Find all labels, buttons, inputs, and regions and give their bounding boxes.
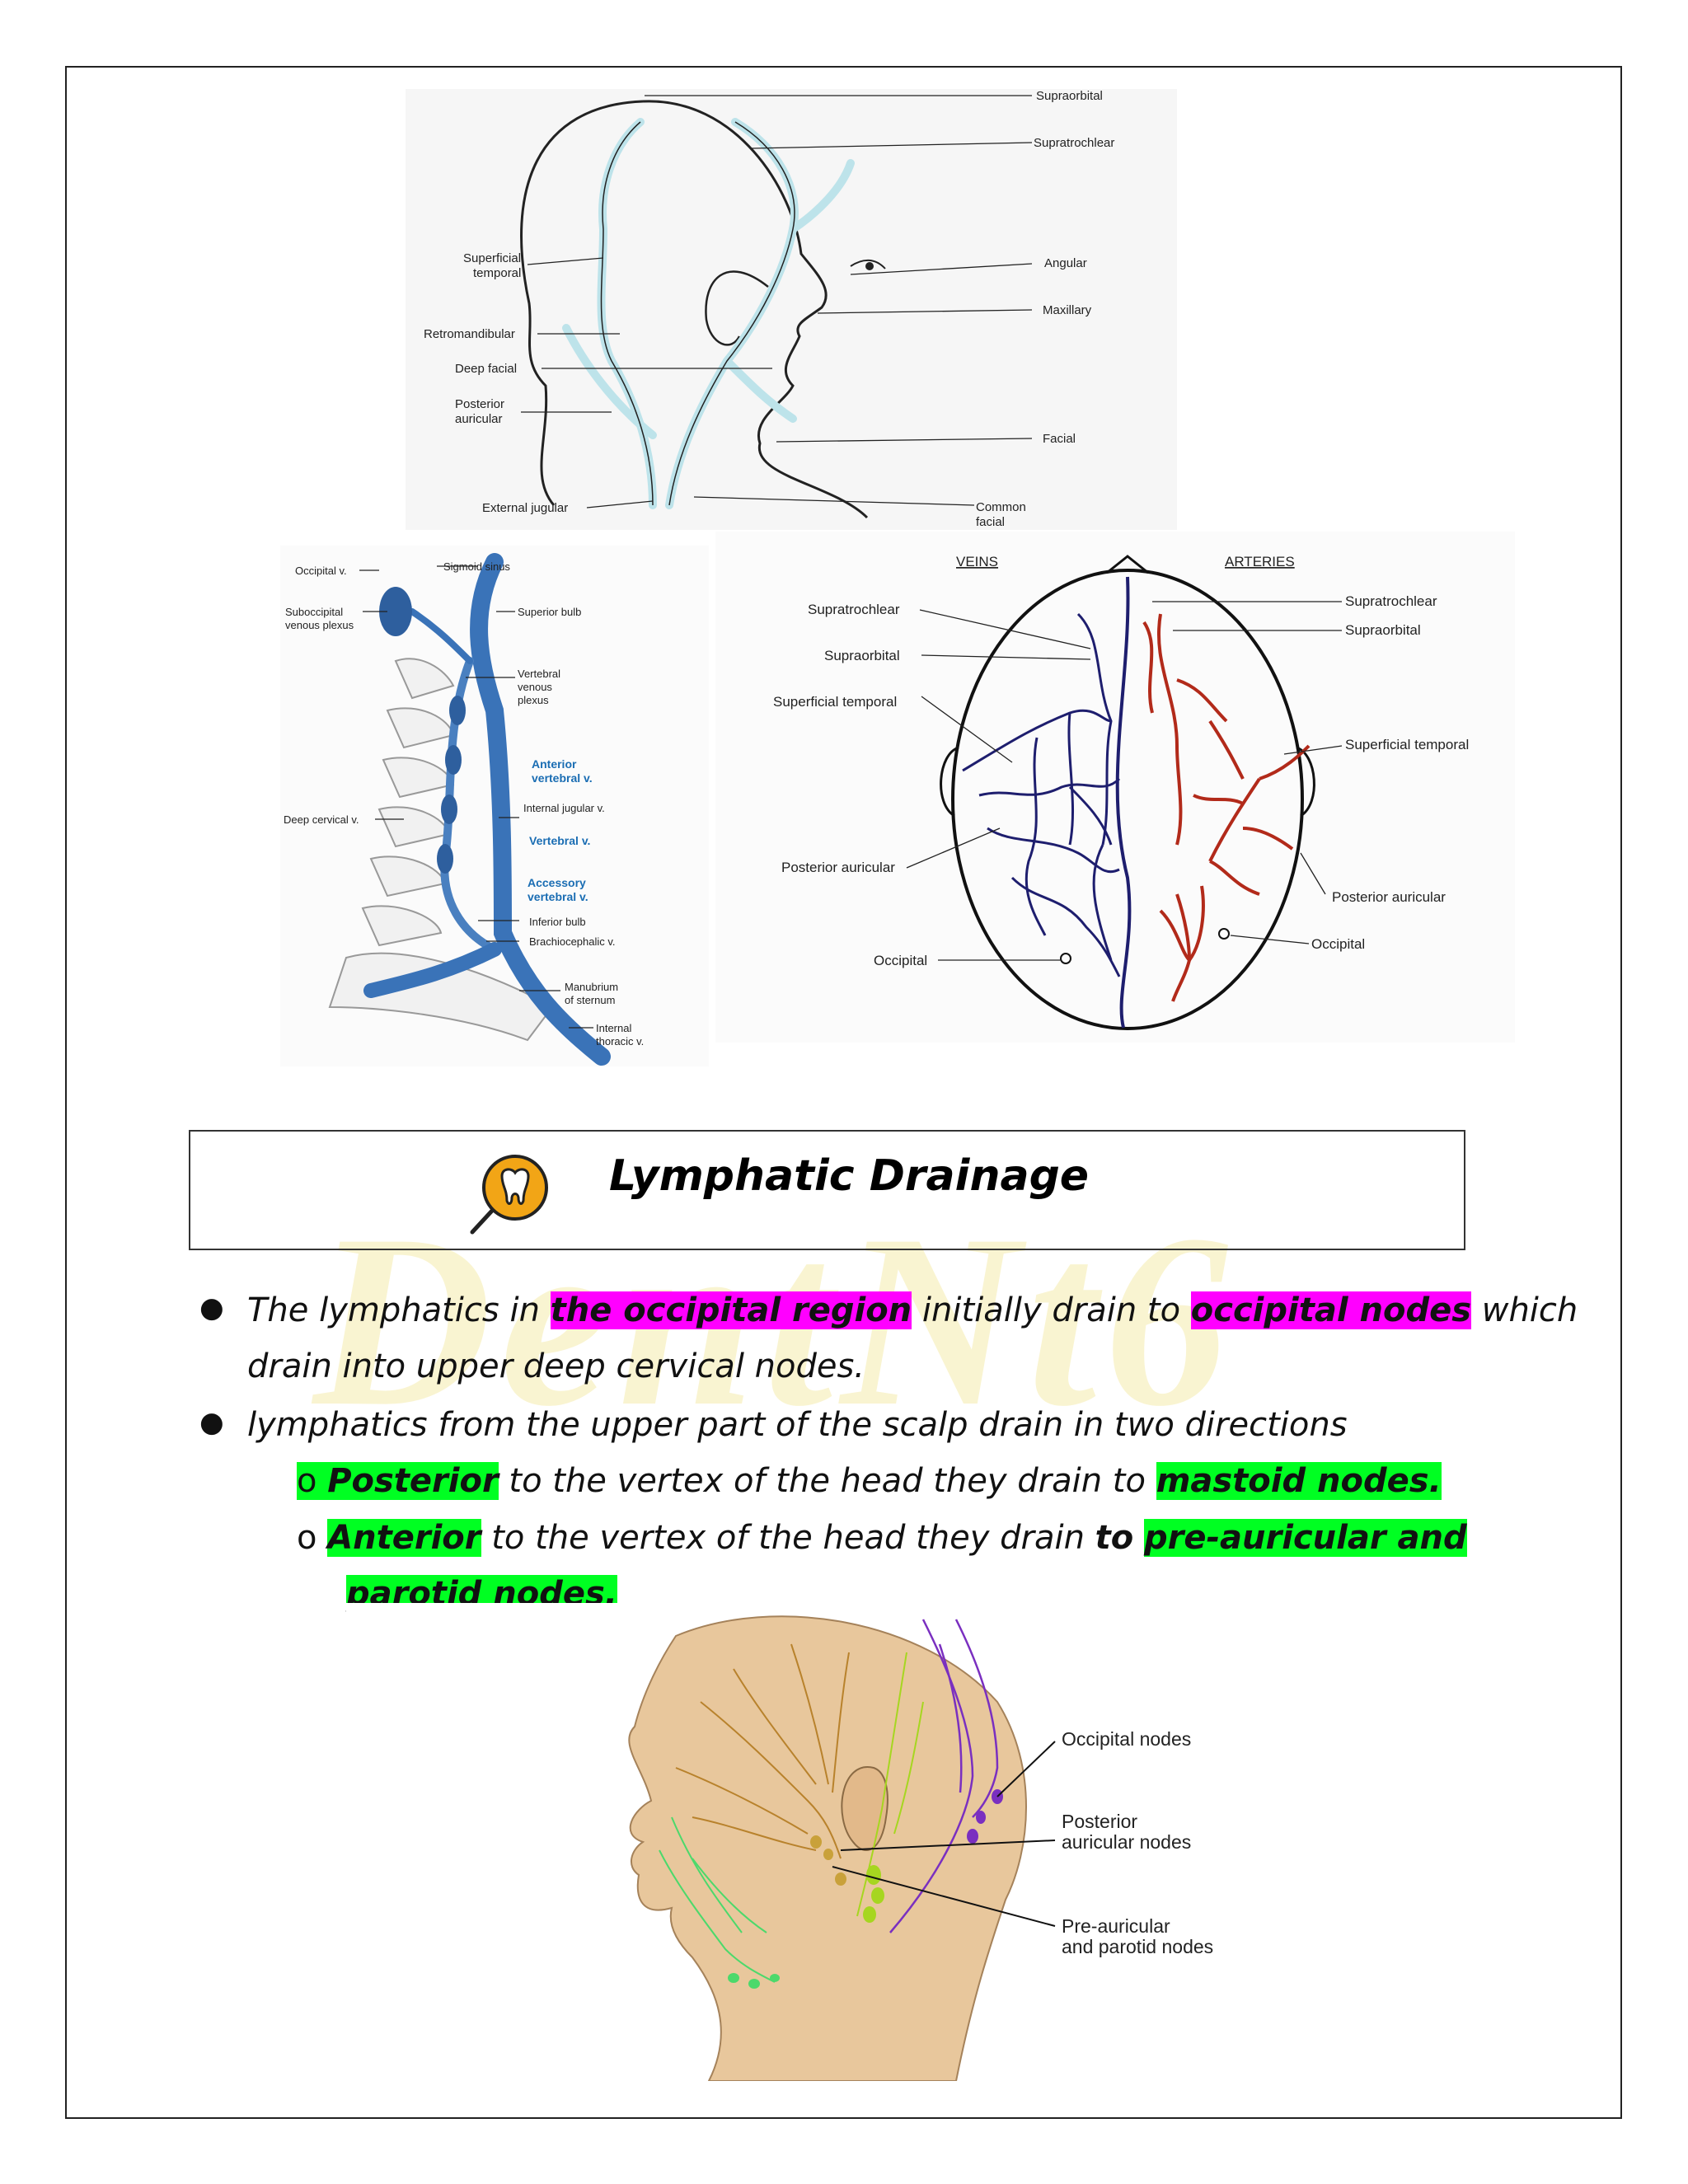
label-accessory-1: Accessory	[528, 876, 586, 889]
text-s1-mid: to the vertex of the head they drain to	[498, 1462, 1156, 1500]
label-superficial-temporal-l: Superficial temporal	[773, 694, 897, 710]
label-retromandibular: Retromandibular	[424, 327, 515, 341]
label-superior-bulb: Superior bulb	[518, 606, 581, 618]
label-accessory-2: vertebral v.	[528, 890, 588, 903]
label-deep-cervical: Deep cervical v.	[284, 813, 359, 826]
label-supraorbital-r: Supraorbital	[1345, 622, 1421, 638]
section-title: Lymphatic Drainage	[609, 1151, 1090, 1201]
label-superficial-temporal-2: temporal	[473, 266, 521, 280]
label-deep-facial: Deep facial	[455, 362, 517, 376]
label-supratrochlear-l: Supratrochlear	[808, 602, 900, 617]
text-s2-bold: to	[1095, 1519, 1134, 1557]
label-common-facial-2: facial	[976, 515, 1005, 529]
text-b1-mid: initially drain to	[912, 1291, 1191, 1329]
label-vertebral-plexus-2: venous	[518, 681, 552, 693]
label-external-jugular: External jugular	[482, 501, 568, 515]
label-anterior-vertebral-2: vertebral v.	[532, 771, 593, 785]
label-internal-jugular: Internal jugular v.	[523, 802, 605, 814]
tooth-magnifier-icon	[464, 1148, 555, 1239]
label-supratrochlear-r: Supratrochlear	[1345, 593, 1437, 609]
label-occipital-l: Occipital	[874, 953, 927, 968]
arteries-title: ARTERIES	[1225, 554, 1295, 569]
section-heading-box: Lymphatic Drainage	[189, 1130, 1465, 1250]
sub-bullet-2: o Anterior to the vertex of the head the…	[297, 1513, 1467, 1563]
sub-bullet-marker-1: o	[297, 1462, 328, 1500]
text-b1-post: which	[1471, 1291, 1578, 1329]
label-vertebral-plexus-3: plexus	[518, 694, 549, 706]
label-angular: Angular	[1044, 256, 1087, 270]
bullet-dot-1: ●	[199, 1291, 224, 1324]
label-anterior-vertebral-1: Anterior	[532, 757, 577, 771]
sub-bullet-marker-2: o	[297, 1519, 328, 1557]
text-s2-space	[1133, 1519, 1144, 1557]
lymph-head-figure: Occipital nodes Posterior auricular node…	[346, 1603, 1311, 2081]
text-s2-mid: to the vertex of the head they drain	[481, 1519, 1095, 1557]
text-b1-pre: The lymphatics in	[247, 1291, 551, 1329]
label-posterior-1: Posterior	[1062, 1811, 1137, 1832]
label-sigmoid-sinus: Sigmoid sinus	[443, 560, 510, 573]
label-vertebral-v: Vertebral v.	[529, 834, 590, 847]
label-common-facial-1: Common	[976, 500, 1026, 514]
label-occipital-r: Occipital	[1311, 936, 1365, 952]
label-vertebral-plexus-1: Vertebral	[518, 668, 560, 680]
scalp-top-figure: VEINS ARTERIES	[715, 532, 1515, 1043]
label-brachiocephalic: Brachiocephalic v.	[529, 935, 616, 948]
label-superficial-temporal-r: Superficial temporal	[1345, 737, 1469, 752]
veins-title: VEINS	[956, 554, 998, 569]
highlight-anterior: Anterior	[327, 1519, 481, 1557]
bullet-1-line-2: drain into upper deep cervical nodes.	[247, 1347, 865, 1385]
label-occipital-v: Occipital v.	[295, 565, 347, 577]
bullet-2-line: lymphatics from the upper part of the sc…	[247, 1406, 1348, 1444]
page-border	[65, 66, 1622, 2119]
label-suboccipital-2: venous plexus	[285, 619, 354, 631]
label-supraorbital-l: Supraorbital	[824, 648, 900, 663]
label-posterior-auricular-l: Posterior auricular	[781, 860, 895, 875]
label-occipital-nodes: Occipital nodes	[1062, 1728, 1191, 1750]
label-maxillary: Maxillary	[1043, 303, 1092, 317]
label-posterior-auricular-2: auricular	[455, 412, 503, 426]
label-inferior-bulb: Inferior bulb	[529, 916, 586, 928]
label-supraorbital: Supraorbital	[1036, 89, 1103, 103]
highlight-posterior: Posterior	[327, 1462, 499, 1500]
label-superficial-temporal-1: Superficial	[463, 251, 521, 265]
label-internal-thoracic-2: thoracic v.	[596, 1035, 644, 1047]
label-posterior-2: auricular nodes	[1062, 1831, 1191, 1853]
neck-veins-figure: Occipital v. Sigmoid sinus Suboccipital …	[280, 546, 709, 1066]
bullet-1-line-1: The lymphatics in the occipital region i…	[247, 1286, 1578, 1335]
highlight-occipital-nodes: occipital nodes	[1190, 1291, 1472, 1329]
label-supratrochlear: Supratrochlear	[1034, 136, 1114, 150]
highlight-preauricular: pre-auricular and	[1143, 1519, 1467, 1557]
label-manubrium-1: Manubrium	[565, 981, 618, 993]
highlight-mastoid-nodes: mastoid nodes.	[1156, 1462, 1442, 1500]
bullet-dot-2: ●	[199, 1406, 224, 1439]
label-posterior-auricular-1: Posterior	[455, 397, 504, 411]
label-manubrium-2: of sternum	[565, 994, 615, 1006]
label-internal-thoracic-1: Internal	[596, 1022, 631, 1034]
label-preauricular-2: and parotid nodes	[1062, 1936, 1213, 1957]
label-preauricular-1: Pre-auricular	[1062, 1915, 1170, 1937]
label-facial: Facial	[1043, 432, 1076, 446]
head-veins-figure: Supraorbital Supratrochlear Superficial …	[406, 89, 1177, 530]
sub-bullet-1: o Posterior to the vertex of the head th…	[297, 1456, 1442, 1506]
label-suboccipital-1: Suboccipital	[285, 606, 343, 618]
highlight-occipital-region: the occipital region	[550, 1291, 912, 1329]
label-posterior-auricular-r: Posterior auricular	[1332, 889, 1446, 905]
